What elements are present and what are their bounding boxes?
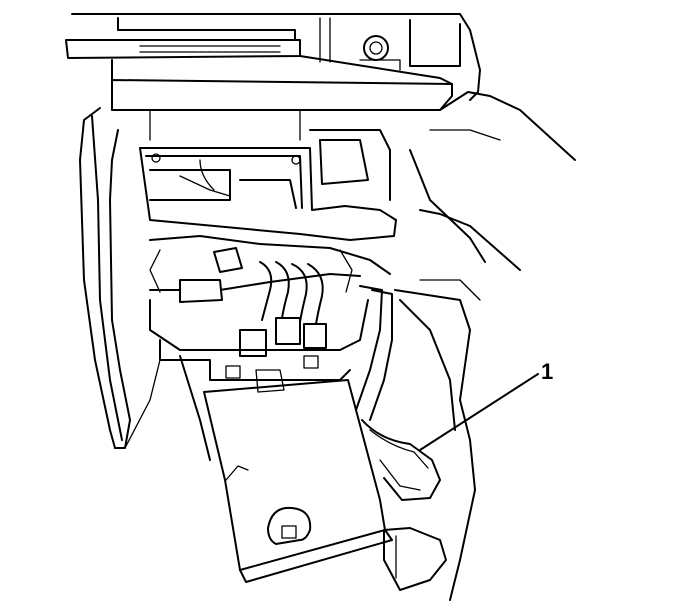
upper-dash-frame [65, 13, 481, 111]
wiring-harness [149, 235, 391, 357]
callout-1: 1 [419, 359, 553, 451]
callout-label-1: 1 [541, 359, 553, 384]
left-side-panel [79, 107, 161, 449]
right-dash-panel [394, 91, 576, 601]
callout-leader-line [419, 373, 539, 451]
control-module-housing [139, 109, 397, 241]
air-duct-harness [355, 285, 447, 591]
glove-box-tray [149, 299, 393, 583]
